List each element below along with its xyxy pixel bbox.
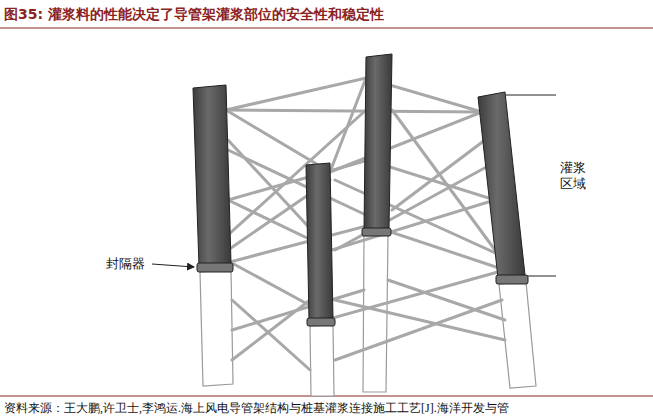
- jacket-legs: [200, 235, 536, 396]
- packer-label: 封隔器: [106, 256, 145, 272]
- packers: [197, 228, 528, 326]
- grout-piles: [193, 54, 525, 320]
- grout-zone-label: 灌浆区域: [560, 160, 587, 193]
- leader-lines: [152, 95, 556, 276]
- source-note: 资料来源：王大鹏,许卫士,李鸿运.海上风电导管架结构与桩基灌浆连接施工工艺[J]…: [4, 400, 509, 417]
- figure-title: 图35: 灌浆料的性能决定了导管架灌浆部位的安全性和稳定性: [4, 6, 384, 24]
- title-rule: [0, 28, 653, 29]
